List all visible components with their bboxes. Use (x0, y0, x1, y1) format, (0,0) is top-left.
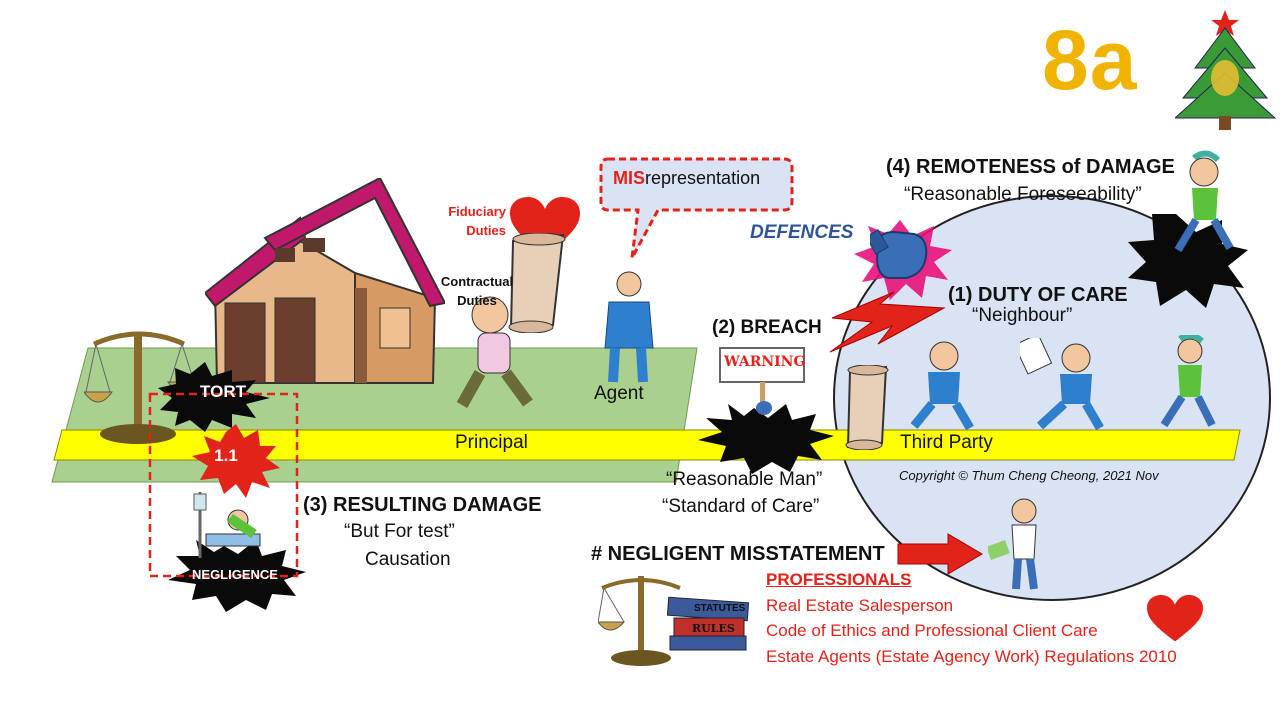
breach-title: (2) BREACH (712, 317, 822, 338)
breach-star (698, 404, 834, 474)
speech-bubble-icon (599, 157, 794, 259)
professional-item: Estate Agents (Estate Agency Work) Regul… (766, 647, 1177, 666)
principal-label: Principal (455, 432, 528, 453)
contractual-line-2: Duties (457, 293, 497, 308)
misrepresentation-label: MISrepresentation (613, 168, 760, 189)
professional-item: Code of Ethics and Professional Client C… (766, 621, 1098, 640)
person-icon (988, 498, 1038, 590)
person-icon (910, 341, 974, 431)
defences-label: DEFENCES (750, 222, 854, 243)
badge-number: 1.1 (214, 446, 238, 465)
hospital-bed-icon (193, 492, 261, 558)
remoteness-subtitle: “Reasonable Foreseeability” (904, 184, 1142, 205)
duty-of-care-subtitle: “Neighbour” (972, 305, 1073, 326)
slide-number: 8a (1042, 13, 1138, 107)
tort-label: TORT (200, 382, 246, 401)
badge-star (192, 424, 280, 498)
person-icon (1174, 150, 1234, 253)
person-icon (1160, 335, 1216, 428)
contractual-duties-label: Contractual Duties (432, 272, 522, 310)
misrepresentation-prefix: MIS (613, 168, 646, 188)
boxing-glove-icon (870, 229, 928, 279)
remoteness-star (1128, 214, 1248, 308)
negligent-misstatement-title: # NEGLIGENT MISSTATEMENT (591, 543, 885, 565)
house-icon (205, 178, 445, 384)
contractual-line-1: Contractual (440, 274, 514, 289)
negligence-star (168, 540, 306, 612)
scroll-icon (508, 233, 566, 333)
reasonable-man: “Reasonable Man” (666, 469, 823, 490)
tort-star (158, 362, 270, 432)
warning-sign-text: WARNING (724, 354, 806, 370)
heart-icon (1147, 595, 1203, 642)
professionals-heading: PROFESSIONALS (766, 570, 912, 589)
duty-of-care-title: (1) DUTY OF CARE (948, 284, 1128, 306)
damage-box (148, 392, 299, 578)
law-books-icon (598, 576, 750, 666)
agent-label: Agent (594, 383, 644, 404)
warning-sign-icon (719, 347, 805, 415)
standard-of-care: “Standard of Care” (662, 496, 820, 517)
scroll-icon (845, 365, 889, 450)
book-rules-label: RULES (692, 622, 735, 635)
person-icon (604, 271, 654, 383)
fiduciary-duties-label: Fiduciary Duties (432, 202, 506, 240)
lightning-bolt-icon (829, 291, 946, 353)
misrepresentation-suffix: representation (645, 168, 761, 188)
copyright-notice: Copyright © Thum Cheng Cheong, 2021 Nov (899, 468, 1159, 483)
negligence-label: NEGLIGENCE (192, 567, 278, 582)
fiduciary-line-2: Duties (466, 223, 506, 238)
christmas-tree-icon (1175, 10, 1277, 130)
but-for-test: “But For test” (344, 521, 455, 542)
remoteness-title: (4) REMOTENESS of DAMAGE (886, 156, 1175, 178)
arrow-right-icon (897, 533, 983, 575)
fiduciary-line-1: Fiduciary (448, 204, 506, 219)
third-party-label: Third Party (900, 432, 993, 453)
yellow-road (53, 429, 1241, 461)
professional-item: Real Estate Salesperson (766, 596, 954, 615)
person-icon (456, 296, 533, 408)
causation-label: Causation (365, 549, 451, 570)
person-icon (1020, 338, 1104, 431)
resulting-damage-title: (3) RESULTING DAMAGE (303, 494, 542, 516)
book-statutes-label: STATUTES (694, 603, 746, 614)
